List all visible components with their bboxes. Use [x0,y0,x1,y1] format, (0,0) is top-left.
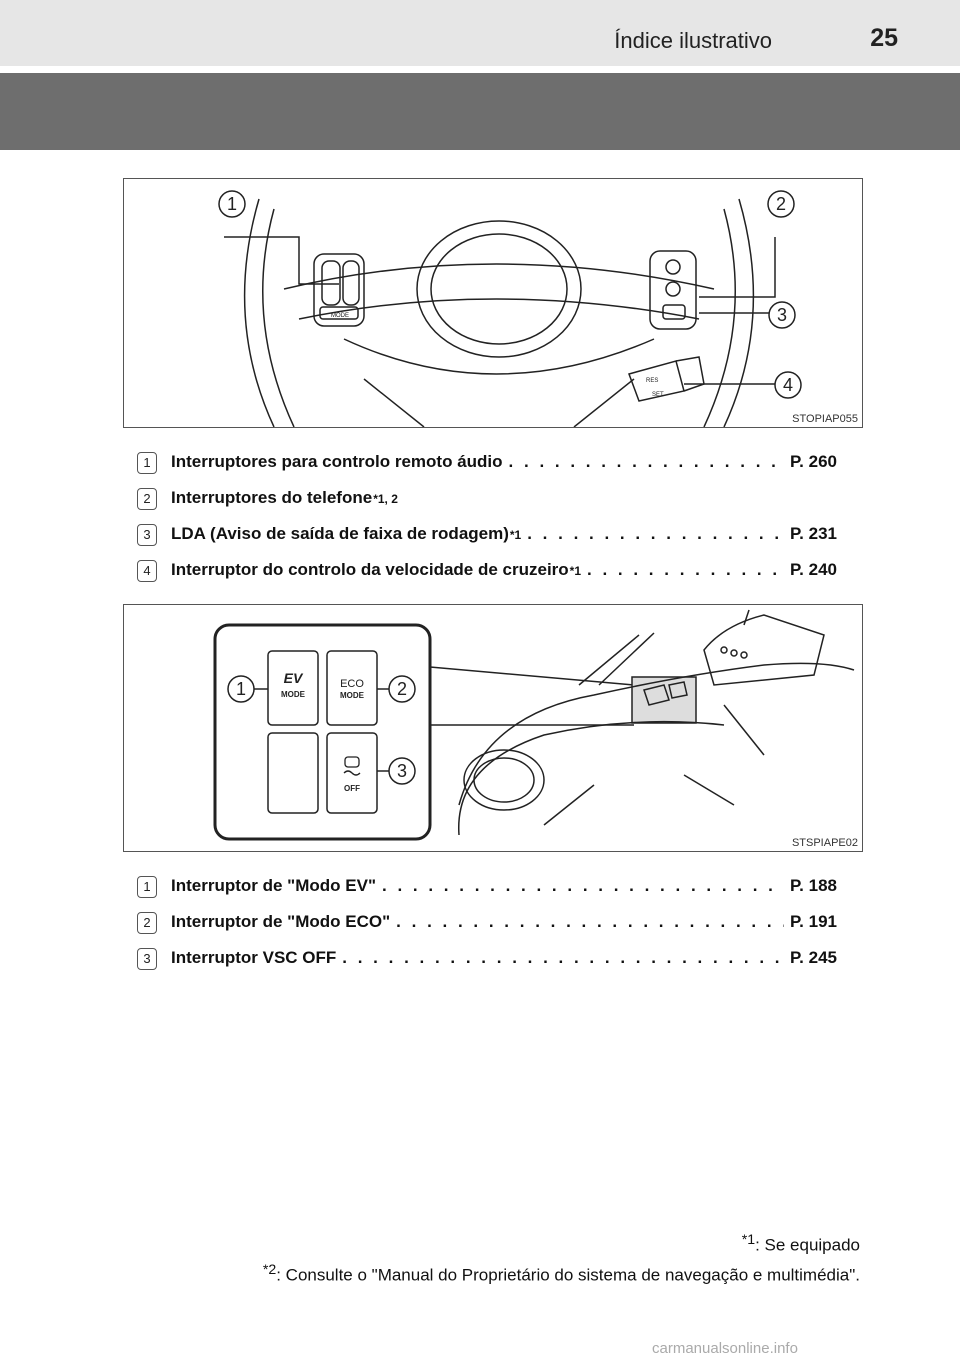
item-number: 2 [137,912,157,934]
list-item: 3 LDA (Aviso de saída de faixa de rodage… [137,522,837,558]
page-reference: P. 245 [790,948,837,967]
list-item: 2 Interruptores do telefone*1, 2 [137,486,837,522]
callout-2-circle [767,190,795,218]
page-reference: P. 231 [790,524,837,543]
page-reference: P. 240 [790,560,837,579]
callout-4-circle [774,371,802,399]
item-label: LDA (Aviso de saída de faixa de rodagem) [171,524,509,543]
vsc-skid-icon [343,756,361,776]
footnote-1: *1: Se equipado [741,1232,860,1255]
item-label: Interruptor de "Modo ECO" [171,912,391,931]
console-illustration: EV MODE ECO MODE OFF 1 2 3 [213,609,855,841]
item-label: Interruptores para controlo remoto áudio [171,452,503,471]
legend-console: 1 Interruptor de "Modo EV" P. 188 2 Inte… [137,874,837,982]
item-label: Interruptores do telefone [171,488,373,507]
page-reference: P. 191 [790,912,837,931]
item-number: 3 [137,948,157,970]
list-item: 2 Interruptor de "Modo ECO" P. 191 [137,910,837,946]
page-reference: P. 260 [790,452,837,471]
page-number: 25 [870,24,898,52]
item-number: 1 [137,452,157,474]
item-number: 1 [137,876,157,898]
list-item: 1 Interruptor de "Modo EV" P. 188 [137,874,837,910]
list-item: 1 Interruptores para controlo remoto áud… [137,450,837,486]
item-number: 3 [137,524,157,546]
callout-2-circle [388,675,416,703]
watermark: carmanualsonline.info [652,1340,798,1357]
footnote-mark: *1, 2 [373,492,398,506]
callout-1: 1 [227,194,237,214]
callout-1-circle [218,190,246,218]
mode-label: MODE [331,313,349,319]
res-label: RES [646,378,658,384]
callout-3: 3 [777,305,787,325]
ev-button-sub: MODE [281,690,306,699]
list-item: 3 Interruptor VSC OFF P. 245 [137,946,837,982]
callout-4: 4 [783,375,793,395]
list-item: 4 Interruptor do controlo da velocidade … [137,558,837,594]
steering-wheel-figure: MODE RES SET 1 2 3 4 STOPIAP055 [123,178,863,428]
item-number: 4 [137,560,157,582]
footnote-mark: *1 [569,564,582,578]
footnote-mark: *1 [509,528,522,542]
item-label: Interruptor do controlo da velocidade de… [171,560,569,579]
callout-1-circle [227,675,255,703]
section-title: Índice ilustrativo [614,28,772,53]
item-number: 2 [137,488,157,510]
callout-3-circle [388,757,416,785]
item-label: Interruptor de "Modo EV" [171,876,377,895]
callout-1: 1 [236,679,246,699]
page-header: Índice ilustrativo 25 [0,0,960,66]
eco-button-label: ECO [340,678,364,690]
steering-wheel-illustration: MODE RES SET 1 2 3 4 [218,190,802,427]
vsc-off-label: OFF [344,784,360,793]
header-band [0,73,960,150]
callout-3: 3 [397,761,407,781]
item-label: Interruptor VSC OFF [171,948,337,967]
callout-2: 2 [397,679,407,699]
callout-2: 2 [776,194,786,214]
footnotes: *1: Se equipado *2: Consulte o "Manual d… [263,1232,860,1291]
callout-3-circle [768,301,796,329]
console-figure: EV MODE ECO MODE OFF 1 2 3 STSPIAPE02 [123,604,863,852]
figure-code: STSPIAPE02 [791,837,858,849]
footnote-2: *2: Consulte o "Manual do Proprietário d… [262,1261,860,1285]
ev-button-label: EV [284,670,304,686]
eco-button-sub: MODE [340,691,365,700]
set-label: SET [652,392,664,398]
figure-code: STOPIAP055 [792,413,858,425]
page-reference: P. 188 [790,876,837,895]
legend-steering: 1 Interruptores para controlo remoto áud… [137,450,837,594]
